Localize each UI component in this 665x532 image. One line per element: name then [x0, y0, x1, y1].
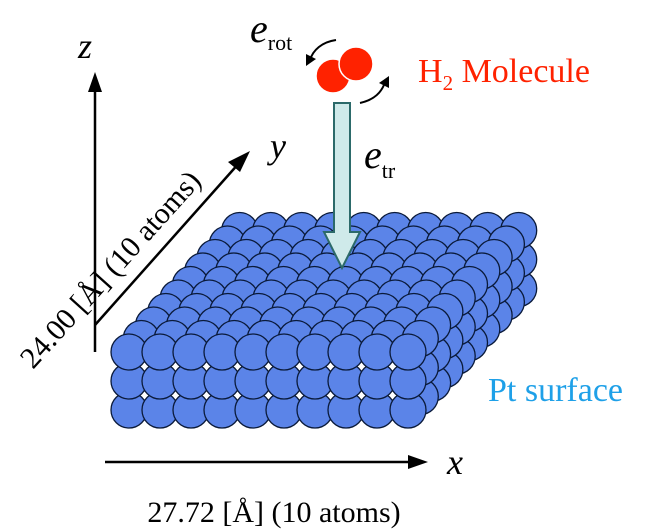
z-axis-label: z: [77, 26, 92, 66]
rotational-energy-subscript: rot: [268, 30, 292, 55]
rotation-arrow-right-head: [379, 76, 389, 88]
surface-label: Pt surface: [488, 372, 623, 409]
rotation-arrow-right: [359, 81, 386, 104]
x-dimension-label: 27.72 [Å] (10 atoms): [147, 496, 400, 529]
x-axis-label: x: [446, 442, 463, 482]
y-axis-label: y: [267, 126, 286, 166]
translational-arrow: [322, 102, 362, 271]
y-axis-arrowhead: [228, 151, 250, 172]
molecule-label-suffix: Molecule: [453, 53, 590, 90]
pt-atom: [389, 333, 427, 371]
rotation-arrow-left-head: [306, 54, 316, 66]
z-axis-arrowhead: [88, 72, 102, 92]
translational-energy-subscript: tr: [382, 158, 396, 183]
molecule-label-prefix: H: [418, 53, 443, 90]
rotation-arrow-left: [309, 39, 337, 61]
rotational-energy-symbol: e: [250, 6, 268, 51]
translational-energy-symbol: e: [364, 132, 382, 177]
hydrogen-atom: [338, 46, 374, 82]
translational-energy-label: etr: [364, 132, 396, 183]
pt-surface-lattice: [110, 211, 538, 429]
h2-molecule: [315, 46, 374, 94]
x-axis-arrowhead: [408, 455, 428, 469]
y-axis: [94, 161, 241, 326]
rotational-energy-label: erot: [250, 6, 292, 55]
molecule-label: H2 Molecule: [418, 53, 590, 95]
molecule-label-subscript: 2: [443, 71, 454, 95]
